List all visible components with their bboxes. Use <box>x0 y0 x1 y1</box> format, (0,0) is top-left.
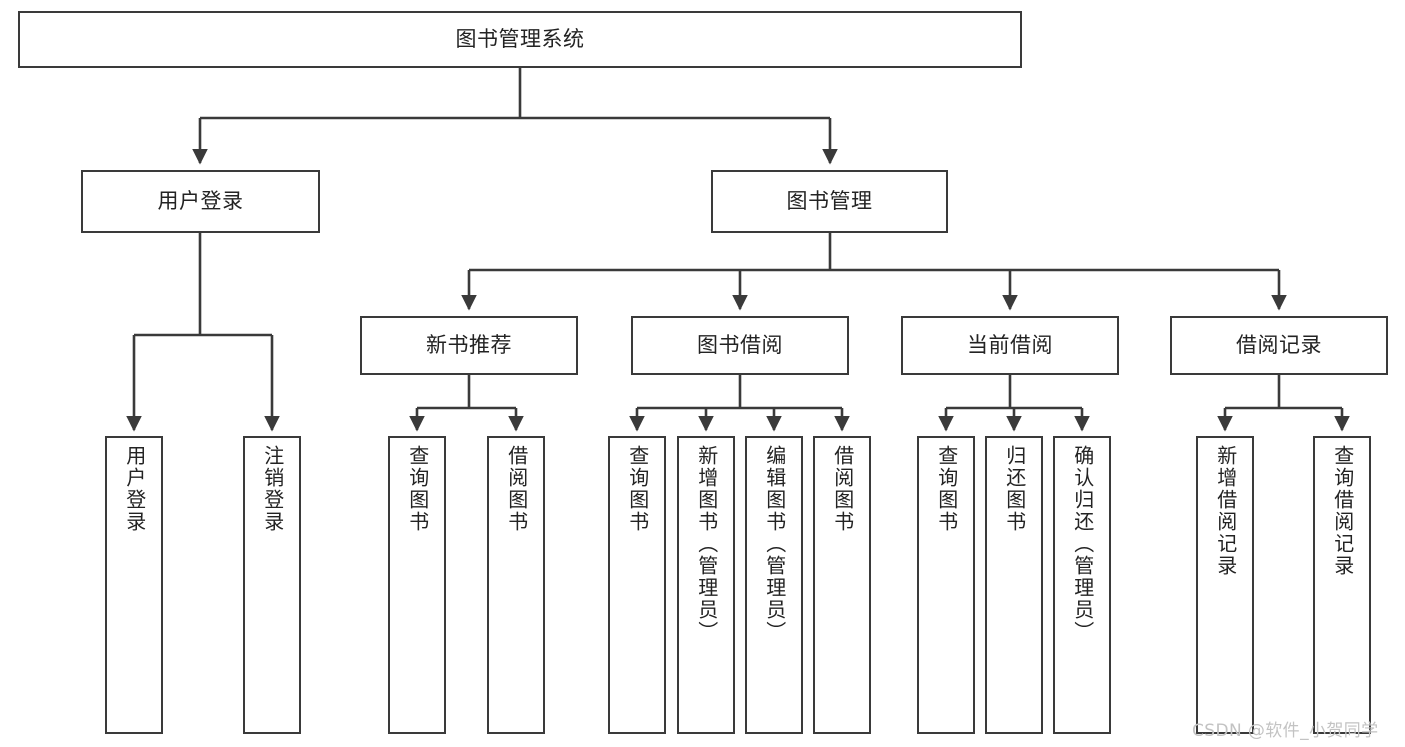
node-root[interactable]: 图书管理系统 <box>18 11 1022 68</box>
leaf-user-login[interactable]: 用户登录 <box>105 436 163 734</box>
csdn-watermark: CSDN @软件_小贺同学 <box>1192 721 1379 741</box>
leaf-current-return-book[interactable]: 归还图书 <box>985 436 1043 734</box>
leaf-current-return-book-label: 归还图书 <box>1002 445 1027 533</box>
node-book-management-label: 图书管理 <box>786 188 873 213</box>
leaf-record-query-record[interactable]: 查询借阅记录 <box>1313 436 1371 734</box>
leaf-logout-label: 注销登录 <box>260 445 285 533</box>
node-book-management[interactable]: 图书管理 <box>711 170 948 233</box>
leaf-borrow-borrow-book-label: 借阅图书 <box>830 445 855 533</box>
node-borrow-record[interactable]: 借阅记录 <box>1170 316 1388 375</box>
node-user-login[interactable]: 用户登录 <box>81 170 320 233</box>
leaf-current-confirm-return-admin-label: 确认归还（管理员） <box>1070 445 1095 643</box>
node-new-book-recommend[interactable]: 新书推荐 <box>360 316 578 375</box>
leaf-borrow-query-book-label: 查询图书 <box>625 445 650 533</box>
node-borrow-record-label: 借阅记录 <box>1236 332 1322 357</box>
node-user-login-label: 用户登录 <box>157 188 244 213</box>
leaf-newbook-query-book[interactable]: 查询图书 <box>388 436 446 734</box>
leaf-newbook-query-book-label: 查询图书 <box>405 445 430 533</box>
leaf-borrow-add-book-admin-label: 新增图书（管理员） <box>694 445 719 643</box>
leaf-current-query-book-label: 查询图书 <box>934 445 959 533</box>
leaf-borrow-query-book[interactable]: 查询图书 <box>608 436 666 734</box>
leaf-user-login-label: 用户登录 <box>122 445 147 533</box>
leaf-borrow-borrow-book[interactable]: 借阅图书 <box>813 436 871 734</box>
leaf-borrow-add-book-admin[interactable]: 新增图书（管理员） <box>677 436 735 734</box>
leaf-borrow-edit-book-admin[interactable]: 编辑图书（管理员） <box>745 436 803 734</box>
node-book-borrow-label: 图书借阅 <box>697 332 783 357</box>
leaf-record-add-record[interactable]: 新增借阅记录 <box>1196 436 1254 734</box>
leaf-borrow-edit-book-admin-label: 编辑图书（管理员） <box>762 445 787 643</box>
leaf-current-query-book[interactable]: 查询图书 <box>917 436 975 734</box>
node-book-borrow[interactable]: 图书借阅 <box>631 316 849 375</box>
leaf-logout[interactable]: 注销登录 <box>243 436 301 734</box>
leaf-newbook-borrow-book-label: 借阅图书 <box>504 445 529 533</box>
leaf-current-confirm-return-admin[interactable]: 确认归还（管理员） <box>1053 436 1111 734</box>
node-current-borrow-label: 当前借阅 <box>967 332 1053 357</box>
leaf-newbook-borrow-book[interactable]: 借阅图书 <box>487 436 545 734</box>
node-new-book-recommend-label: 新书推荐 <box>426 332 512 357</box>
leaf-record-add-record-label: 新增借阅记录 <box>1213 445 1238 577</box>
leaf-record-query-record-label: 查询借阅记录 <box>1330 445 1355 577</box>
node-current-borrow[interactable]: 当前借阅 <box>901 316 1119 375</box>
node-root-label: 图书管理系统 <box>455 26 585 51</box>
